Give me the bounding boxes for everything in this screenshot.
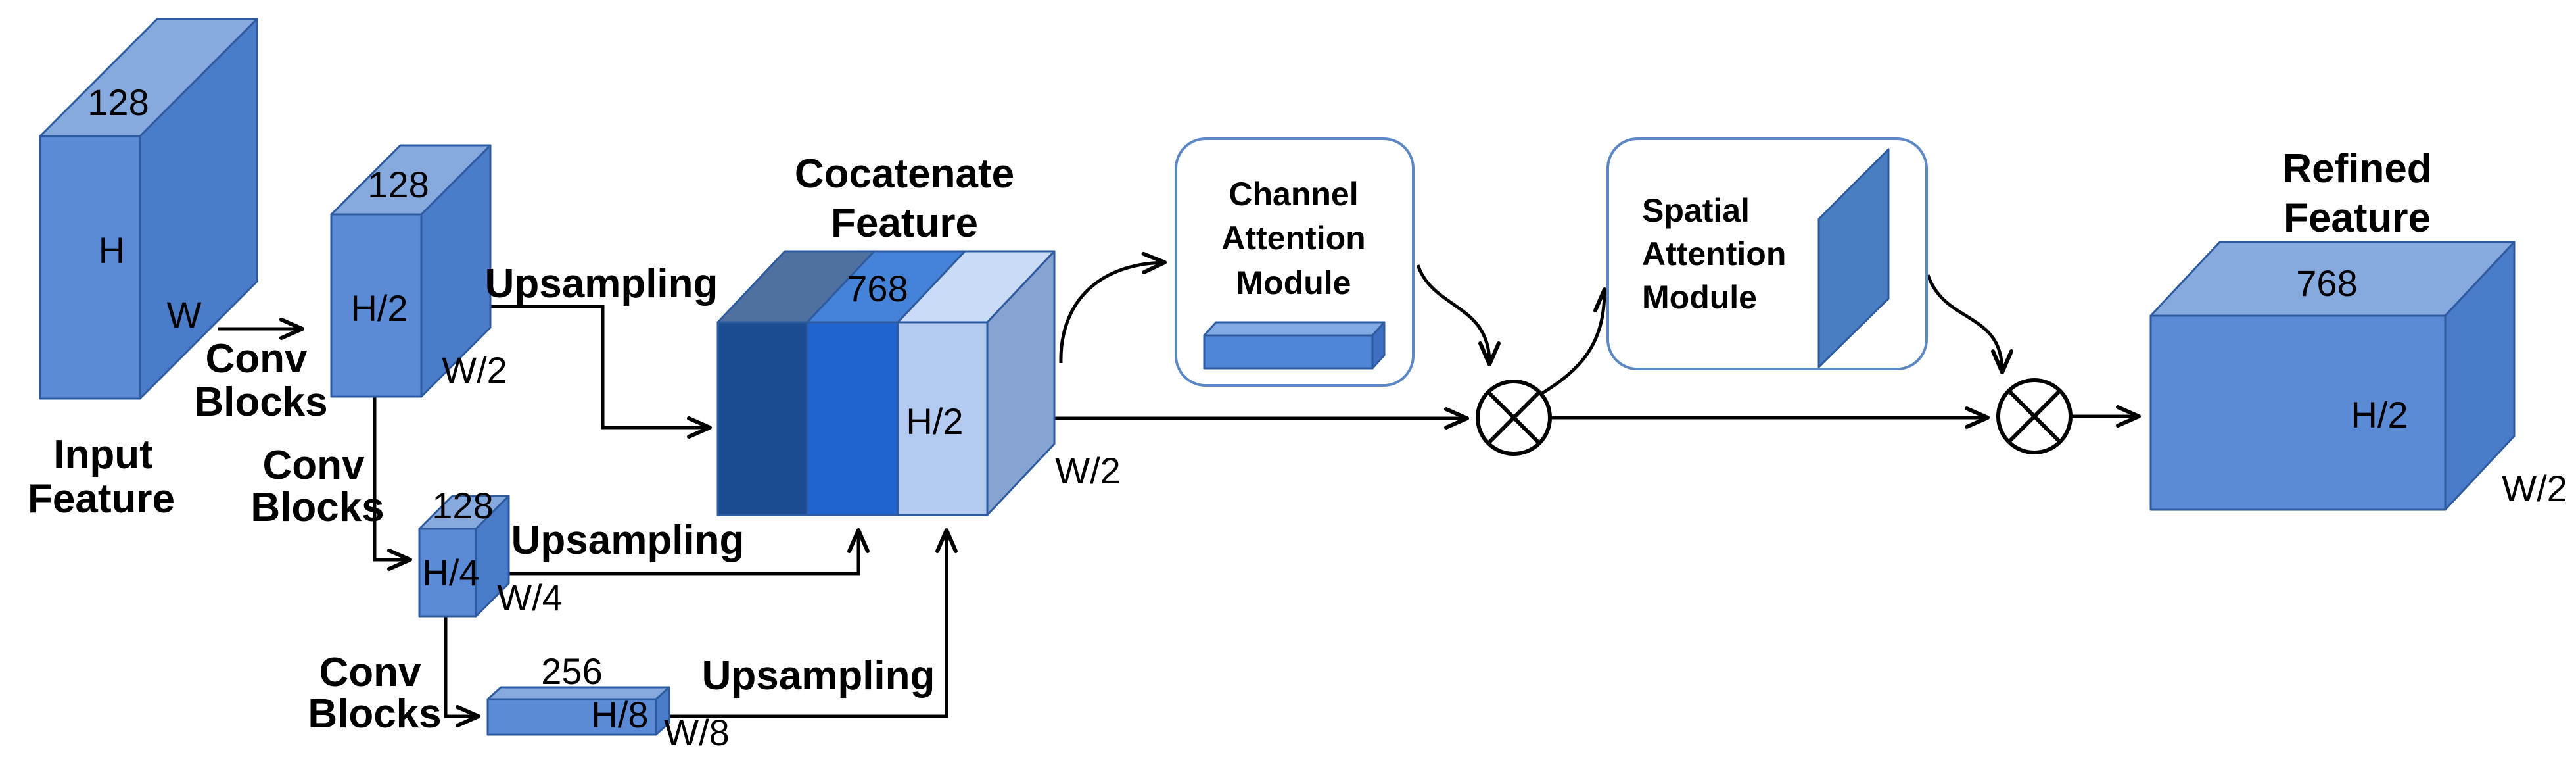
upsampling-label-3: Upsampling — [702, 653, 935, 699]
conv1-block-front-face — [330, 213, 423, 398]
conv3-block-width-label: W/8 — [664, 712, 730, 753]
refined-feature-front-face — [2149, 314, 2447, 511]
concat-slab3-front-face — [897, 321, 989, 516]
spatial-attention-line1: Spatial — [1642, 192, 1750, 229]
refined-title-line1: Refined — [2282, 146, 2431, 191]
flow-arrows — [218, 251, 2141, 727]
conv2-block-width-label: W/4 — [497, 577, 563, 618]
spatial-attention-module: Spatial Attention Module — [1606, 137, 1928, 370]
channel-attention-bar-top-face — [1203, 321, 1386, 337]
conv-blocks-1-line2: Blocks — [194, 380, 327, 425]
cascade-line-2 — [444, 616, 480, 727]
input-feature-channels-label: 128 — [87, 82, 149, 123]
input-feature-front-face — [39, 135, 141, 400]
multiply-1-x-stroke-b — [1488, 392, 1539, 443]
concat-to-cam-curve — [1059, 251, 1167, 364]
conv-blocks-3-line2: Blocks — [308, 691, 441, 737]
conv3-block-height-label: H/8 — [591, 694, 648, 735]
concatenate-title-line2: Feature — [831, 201, 978, 246]
channel-attention-line1: Channel — [1229, 176, 1358, 212]
refined-height-label: H/2 — [2351, 394, 2408, 435]
conv1-output-block: 128 H/2 W/2 — [330, 144, 507, 398]
refined-width-label: W/2 — [2502, 468, 2567, 509]
conv-blocks-3-line1: Conv — [319, 650, 422, 695]
multiply1-to-sam-curve — [1541, 287, 1616, 395]
upsampling-label-1: Upsampling — [485, 261, 718, 307]
spatial-attention-line2: Attention — [1642, 235, 1786, 272]
input-feature-width-label: W — [167, 294, 202, 335]
upsampling-label-2: Upsampling — [511, 518, 745, 563]
channel-attention-module: Channel Attention Module — [1175, 137, 1415, 387]
concatenate-title-line1: Cocatenate — [795, 151, 1014, 197]
concat-height-label: H/2 — [906, 401, 963, 442]
concatenate-feature-block: Cocatenate Feature 768 H/2 W/2 — [716, 151, 1121, 516]
conv-blocks-label-1: Conv Blocks — [194, 336, 327, 425]
conv2-block-channels-label: 128 — [432, 485, 493, 526]
channel-attention-bar-front-face — [1203, 334, 1374, 370]
conv3-output-block: 256 H/8 W/8 — [486, 651, 730, 753]
conv1-block-height-label: H/2 — [350, 287, 408, 329]
cam-to-multiply1-curve — [1416, 264, 1501, 366]
conv-blocks-label-3: Conv Blocks — [308, 650, 441, 737]
concat-channels-label: 768 — [847, 268, 908, 309]
conv-blocks-1-line1: Conv — [206, 336, 308, 381]
multiply-operator-1 — [1476, 380, 1552, 456]
concat-width-label: W/2 — [1055, 450, 1121, 491]
input-feature-block: 128 H W Input Feature — [28, 18, 258, 522]
spatial-attention-plane — [1817, 148, 1890, 368]
upsample-path-eighth — [652, 528, 958, 718]
input-feature-caption-line2: Feature — [28, 476, 175, 522]
channel-attention-line2: Attention — [1221, 220, 1365, 257]
conv1-block-width-label: W/2 — [442, 349, 507, 391]
multiply-2-x-stroke-b — [2009, 391, 2060, 442]
multiply-operator-2 — [1996, 378, 2073, 454]
conv3-block-front-face — [486, 698, 657, 736]
conv3-block-channels-label: 256 — [541, 651, 602, 692]
sam-to-multiply2-curve — [1926, 274, 2013, 374]
channel-attention-line3: Module — [1236, 264, 1351, 301]
input-feature-caption-line1: Input — [53, 432, 153, 478]
conv-blocks-2-line2: Blocks — [250, 485, 384, 530]
concat-slab1-front-face — [716, 321, 808, 516]
conv2-block-height-label: H/4 — [422, 552, 479, 593]
spatial-attention-line3: Module — [1642, 279, 1757, 316]
concat-slab2-front-face — [806, 321, 899, 516]
upsample-path-quarter — [476, 528, 870, 576]
conv-blocks-label-2: Conv Blocks — [250, 443, 384, 530]
conv2-output-block: 128 H/4 W/4 — [418, 485, 563, 618]
refined-feature-block: Refined Feature 768 H/2 W/2 — [2149, 146, 2567, 511]
upsample-path-half — [421, 305, 712, 439]
refined-channels-label: 768 — [2296, 262, 2357, 304]
conv2-block-front-face — [418, 528, 477, 618]
refined-title-line2: Feature — [2283, 195, 2431, 241]
conv1-block-channels-label: 128 — [367, 164, 429, 205]
cascade-line-1 — [373, 397, 412, 571]
input-feature-height-label: H — [99, 230, 125, 271]
conv-blocks-2-line1: Conv — [263, 443, 365, 488]
